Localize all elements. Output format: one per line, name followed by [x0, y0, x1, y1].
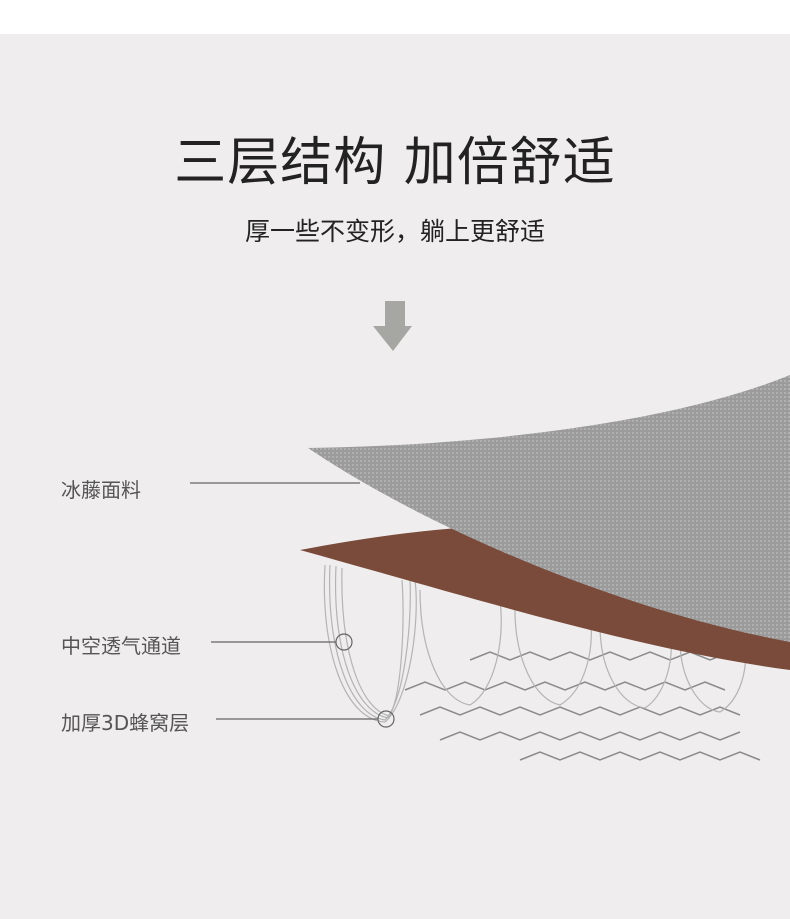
page-title: 三层结构 加倍舒适 — [174, 133, 616, 193]
ice-rattan-fabric — [308, 375, 790, 642]
marker-circle-honeycomb — [377, 710, 395, 728]
honeycomb-layer — [404, 651, 761, 761]
brown-layer — [300, 528, 790, 670]
marker-circle-channel — [335, 633, 353, 651]
page-subtitle: 厚一些不变形，躺上更舒适 — [244, 217, 545, 246]
label-ice-rattan-fabric: 冰藤面料 — [61, 478, 141, 502]
arrow-down-icon — [373, 301, 412, 351]
air-channel-fibers — [323, 564, 747, 723]
label-3d-honeycomb: 加厚3D蜂窝层 — [61, 711, 190, 735]
label-air-channel: 中空透气通道 — [61, 634, 181, 658]
